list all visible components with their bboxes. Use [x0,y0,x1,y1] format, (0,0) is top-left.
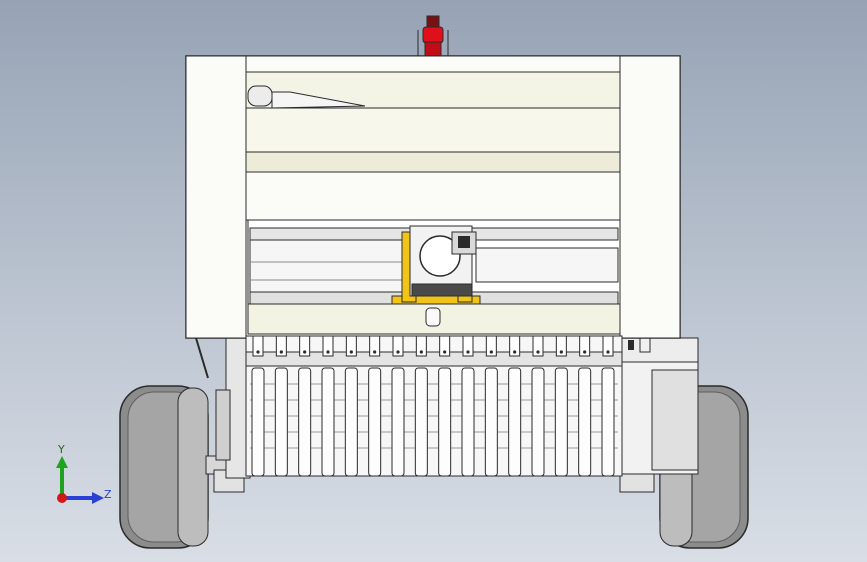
tine-bolt [536,350,540,354]
tine-bolt [606,350,610,354]
lower-tine [601,367,615,477]
upper-tine [509,335,521,357]
upper-tine [532,335,544,357]
lower-tine [438,367,452,477]
upper-tine [462,335,474,357]
tine-bolt [443,350,447,354]
tine-bolt [349,350,353,354]
tine-bolt [396,350,400,354]
upper-tine [555,335,567,357]
tine-bolt [256,350,260,354]
upper-tine [369,335,381,357]
upper-tine [602,335,614,357]
lower-tine [274,367,288,477]
upper-tine [252,335,264,357]
lower-tine [321,367,335,477]
upper-tine [439,335,451,357]
center-gearbox [391,225,481,305]
rotor-band [245,351,623,367]
tine-bolt [513,350,517,354]
tine-bolt [279,350,283,354]
upper-tine [322,335,334,357]
lower-tine [508,367,522,477]
upper-tine [392,335,404,357]
lower-tine [391,367,405,477]
lower-tine [368,367,382,477]
z-axis-label: Z [104,488,112,501]
tine-bolt [466,350,470,354]
tine-bolt [583,350,587,354]
y-axis-label: Y [57,443,65,456]
upper-panels [245,55,621,221]
tine-bolt [326,350,330,354]
left-wheel [119,385,209,549]
lower-panel [247,303,621,335]
lower-tine [344,367,358,477]
left-strut [195,337,209,379]
lower-tine [251,367,265,477]
tine-bolt [559,350,563,354]
lower-tine [531,367,545,477]
z-axis-arrow [92,492,104,504]
lower-tine [554,367,568,477]
upper-tine [485,335,497,357]
upper-tine [579,335,591,357]
upper-tine [299,335,311,357]
lower-tine [298,367,312,477]
tine-bolt [419,350,423,354]
lower-tine [461,367,475,477]
tail-light [417,15,449,57]
lower-tine [414,367,428,477]
orientation-triad: Y Z [56,443,112,504]
lower-tine [484,367,498,477]
rotor-lower-tines [250,367,618,477]
lower-tine [578,367,592,477]
origin-dot [57,493,67,503]
upper-tine [415,335,427,357]
upper-tine [275,335,287,357]
tine-bolt [489,350,493,354]
tine-bolt [303,350,307,354]
y-axis-arrow [56,456,68,468]
tine-bolt [373,350,377,354]
upper-tine [345,335,357,357]
